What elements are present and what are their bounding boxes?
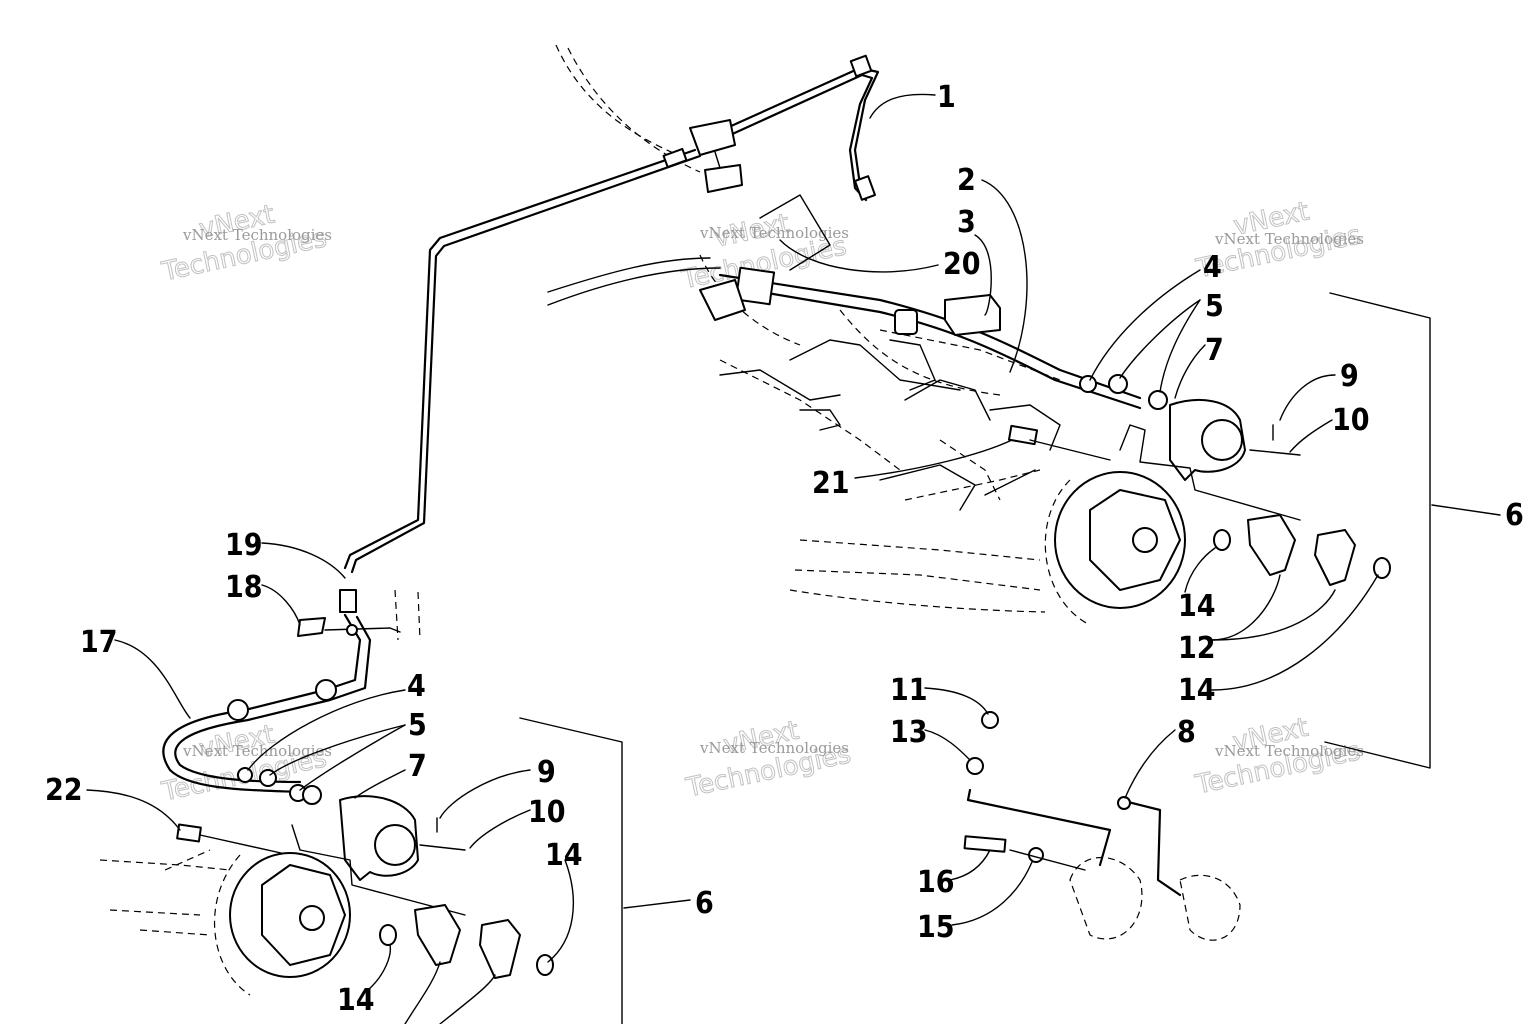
part-label-13: 13 — [890, 715, 928, 750]
group-bracket-left — [519, 717, 691, 1024]
watermark-small: vNext Technologies — [699, 224, 849, 242]
part-label-4: 4 — [407, 669, 426, 704]
part-label-2: 2 — [957, 163, 976, 198]
part-label-5: 5 — [408, 708, 427, 743]
part-labels: 1 2 3 20 4 5 7 9 10 21 6 14 12 14 19 18 … — [45, 80, 1524, 1018]
part-label-1: 1 — [937, 80, 956, 115]
tee-fitting — [689, 119, 743, 193]
brake-hose-17 — [162, 613, 401, 794]
watermark-small: vNext Technologies — [182, 742, 332, 760]
part-label-7: 7 — [1205, 333, 1224, 368]
part-label-7: 7 — [408, 749, 427, 784]
part-label-21: 21 — [812, 466, 850, 501]
watermark-small: vNext Technologies — [1214, 742, 1364, 760]
part-label-6: 6 — [1505, 498, 1524, 533]
frame-outline-dashed — [99, 44, 1061, 936]
part-label-12: 12 — [1178, 631, 1216, 666]
part-label-9: 9 — [1340, 359, 1359, 394]
part-label-20: 20 — [943, 247, 981, 282]
clip-part-3 — [944, 294, 1001, 336]
brake-assembly-left — [176, 767, 554, 996]
part-label-3: 3 — [957, 205, 976, 240]
group-bracket-right — [1324, 292, 1501, 769]
part-label-17: 17 — [80, 625, 118, 660]
part-label-10: 10 — [528, 795, 566, 830]
brake-line-main — [339, 147, 702, 613]
part-label-10: 10 — [1332, 403, 1370, 438]
leader-lines — [86, 93, 1379, 1024]
caliper-exploded-center — [963, 711, 1241, 941]
part-label-8: 8 — [1177, 715, 1196, 750]
part-label-16: 16 — [917, 865, 955, 900]
part-label-14: 14 — [1178, 589, 1216, 624]
part-label-11: 11 — [890, 673, 928, 708]
part-label-4: 4 — [1203, 250, 1222, 285]
part-label-18: 18 — [225, 570, 263, 605]
watermark-small: vNext Technologies — [1214, 230, 1364, 248]
part-label-5: 5 — [1205, 289, 1224, 324]
brake-hose-2 — [699, 194, 1142, 410]
part-label-19: 19 — [225, 528, 263, 563]
part-label-6: 6 — [695, 886, 714, 921]
chassis-right — [547, 257, 1061, 511]
part-label-14: 14 — [337, 983, 375, 1018]
part-label-15: 15 — [917, 910, 955, 945]
watermark-small: vNext Technologies — [182, 226, 332, 244]
part-label-14: 14 — [1178, 673, 1216, 708]
brake-assembly-right — [1007, 374, 1391, 626]
part-label-22: 22 — [45, 773, 83, 808]
brake-line-1 — [698, 54, 880, 202]
part-label-9: 9 — [537, 755, 556, 790]
part-label-14: 14 — [545, 838, 583, 873]
watermark-small: vNext Technologies — [699, 739, 849, 757]
